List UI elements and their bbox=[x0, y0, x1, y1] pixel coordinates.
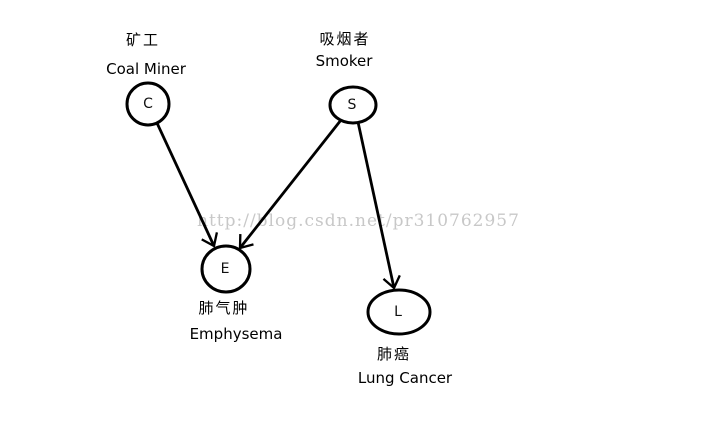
label-lungcancer-zh: 肺癌 bbox=[376, 345, 412, 363]
node-coalminer-circle bbox=[125, 81, 171, 127]
node-emphysema-circle bbox=[200, 244, 252, 294]
edge-smoker-to-emphysema bbox=[238, 119, 343, 250]
label-lungcancer-en: Lung Cancer bbox=[357, 369, 453, 387]
label-emphysema-zh: 肺气肿 bbox=[198, 299, 250, 317]
node-smoker-letter: S bbox=[347, 97, 357, 113]
node-lungcancer-letter: L bbox=[394, 304, 402, 320]
node-coalminer-letter: C bbox=[143, 96, 153, 112]
label-smoker-zh: 吸烟者 bbox=[319, 30, 371, 48]
node-emphysema-letter: E bbox=[220, 261, 230, 277]
label-smoker-en: Smoker bbox=[315, 52, 373, 70]
watermark-text: http://blog.csdn.net/pr310762957 bbox=[197, 211, 520, 231]
node-smoker-circle bbox=[328, 85, 378, 125]
label-coalminer-en: Coal Miner bbox=[106, 60, 186, 78]
node-lungcancer-circle bbox=[366, 288, 432, 336]
label-coalminer-zh: 矿工 bbox=[125, 31, 161, 49]
edge-smoker-to-lungcancer bbox=[356, 121, 401, 290]
label-emphysema-en: Emphysema bbox=[189, 325, 283, 343]
edge-coalminer-to-emphysema bbox=[155, 122, 219, 248]
